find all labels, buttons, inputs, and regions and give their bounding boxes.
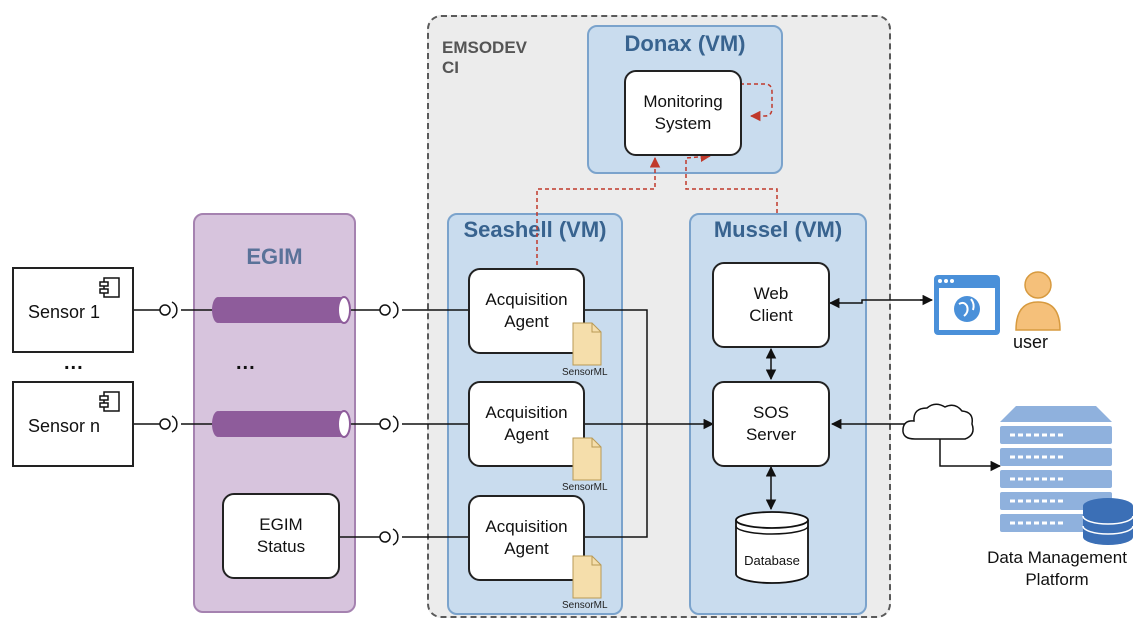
- egim-pipe-1: [212, 296, 351, 324]
- sensorml-label: SensorML: [562, 482, 608, 493]
- required-interface-icon: [171, 301, 178, 319]
- server-rack-icon: [1000, 406, 1134, 545]
- acquisition-agent-1: Acquisition Agent: [468, 268, 585, 354]
- monitoring-system: Monitoring System: [624, 70, 742, 156]
- sensor-1: Sensor 1: [12, 267, 134, 353]
- egim-pipe-n: [212, 410, 351, 438]
- egim-title: EGIM: [246, 244, 303, 269]
- self-monitor-arrow: [740, 83, 773, 122]
- web-browser-icon: [934, 275, 1000, 335]
- ci-label-line2: CI: [442, 58, 459, 77]
- agent-label-line1: Acquisition: [485, 517, 568, 536]
- provided-interface-icon: [379, 531, 391, 543]
- required-interface-icon: [392, 301, 399, 319]
- provided-interface-icon: [159, 304, 171, 316]
- provided-interface-icon: [159, 418, 171, 430]
- sensorml-label: SensorML: [562, 600, 608, 611]
- web-client: Web Client: [712, 262, 830, 348]
- user-label: user: [1013, 332, 1049, 352]
- user-icon: [1015, 271, 1061, 331]
- acquisition-agent-2: Acquisition Agent: [468, 381, 585, 467]
- database-label: Database: [744, 553, 800, 568]
- acquisition-agent-3: Acquisition Agent: [468, 495, 585, 581]
- required-interface-icon: [392, 415, 399, 433]
- agent-label-line2: Agent: [504, 312, 549, 331]
- component-icon: [99, 277, 120, 298]
- web-browser-link: [832, 299, 930, 304]
- cloud-icon: [902, 403, 974, 440]
- sensorml-document-icon: [572, 437, 602, 481]
- sensorml-label: SensorML: [562, 367, 608, 378]
- data-management-platform-label: Data Management Platform: [968, 547, 1139, 591]
- agent-label-line2: Agent: [504, 425, 549, 444]
- seashell-monitor-arrow: [536, 156, 661, 272]
- mussel-monitor-arrow: [685, 151, 778, 213]
- web-client-line1: Web: [753, 284, 789, 303]
- required-interface-icon: [171, 415, 178, 433]
- monitoring-label-line2: System: [654, 114, 712, 133]
- mussel-vm-title: Mussel (VM): [713, 217, 843, 242]
- agent-label-line1: Acquisition: [485, 403, 568, 422]
- egim-status-line1: EGIM: [259, 515, 303, 534]
- database-icon: [735, 511, 809, 584]
- provided-interface-icon: [379, 418, 391, 430]
- ci-label-line1: EMSODEV: [442, 38, 528, 57]
- sensorml-document-icon: [572, 322, 602, 366]
- sensor-ellipsis: ...: [64, 352, 84, 374]
- web-client-line2: Client: [749, 306, 793, 325]
- required-interface-icon: [392, 528, 399, 546]
- egim-status: EGIM Status: [222, 493, 340, 579]
- agent-label-line2: Agent: [504, 539, 549, 558]
- seashell-vm-title: Seashell (VM): [463, 217, 607, 242]
- ci-label: EMSODEV CI: [442, 38, 527, 78]
- egim-status-line2: Status: [256, 537, 306, 556]
- monitoring-label-line1: Monitoring: [643, 92, 723, 111]
- sensor-n: Sensor n: [12, 381, 134, 467]
- sensor-label: Sensor 1: [28, 302, 101, 322]
- sos-server-line2: Server: [745, 425, 797, 444]
- platform-label-line1: Data Management: [987, 548, 1127, 567]
- donax-vm-title: Donax (VM): [624, 31, 746, 56]
- cloud-platform-link: [939, 438, 1002, 472]
- component-icon: [99, 391, 120, 412]
- egim-ellipsis: ...: [236, 352, 256, 374]
- platform-label-line2: Platform: [1025, 570, 1089, 589]
- agent-label-line1: Acquisition: [485, 290, 568, 309]
- sensor-label: Sensor n: [28, 416, 101, 436]
- sos-server: SOS Server: [712, 381, 830, 467]
- sos-server-line1: SOS: [753, 403, 789, 422]
- provided-interface-icon: [379, 304, 391, 316]
- sensorml-document-icon: [572, 555, 602, 599]
